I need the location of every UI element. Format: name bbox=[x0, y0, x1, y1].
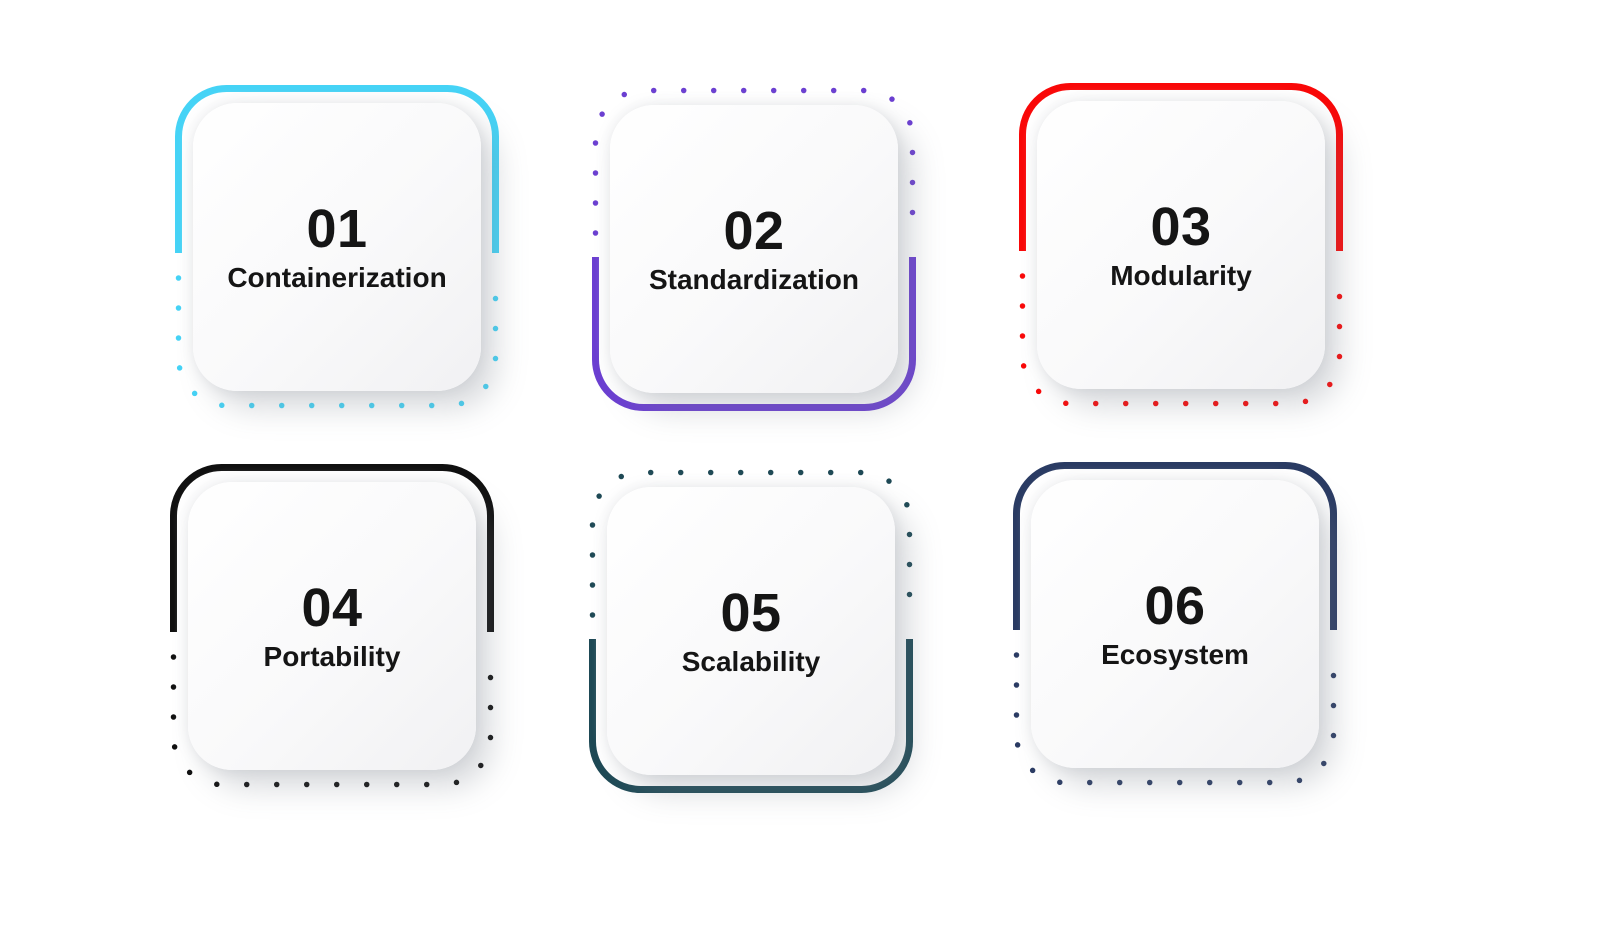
card-label: Portability bbox=[263, 640, 401, 672]
card-number: 05 bbox=[720, 582, 782, 643]
card-scalability: 05 Scalability bbox=[589, 469, 913, 793]
card-border bbox=[170, 464, 494, 788]
card-label: Ecosystem bbox=[1101, 638, 1249, 670]
card-border bbox=[175, 85, 499, 409]
card-body: 05 Scalability bbox=[607, 487, 895, 775]
card-label: Containerization bbox=[227, 261, 447, 293]
card-border-solid bbox=[589, 639, 913, 793]
card-border bbox=[592, 87, 916, 411]
card-body: 01 Containerization bbox=[193, 103, 481, 391]
card-border-solid bbox=[1019, 83, 1343, 251]
card-border bbox=[1019, 83, 1343, 407]
card-standardization: 02 Standardization bbox=[592, 87, 916, 411]
card-border-solid bbox=[1013, 462, 1337, 630]
card-number: 06 bbox=[1144, 575, 1206, 636]
card-border bbox=[1013, 462, 1337, 786]
card-body: 06 Ecosystem bbox=[1031, 480, 1319, 768]
card-number: 03 bbox=[1150, 196, 1212, 257]
card-body: 04 Portability bbox=[188, 482, 476, 770]
card-border-solid bbox=[592, 257, 916, 411]
card-label: Modularity bbox=[1110, 259, 1252, 291]
card-number: 01 bbox=[306, 198, 368, 259]
card-border-solid bbox=[170, 464, 494, 632]
card-ecosystem: 06 Ecosystem bbox=[1013, 462, 1337, 786]
card-number: 02 bbox=[723, 200, 785, 261]
card-number: 04 bbox=[301, 577, 363, 638]
card-containerization: 01 Containerization bbox=[175, 85, 499, 409]
card-label: Standardization bbox=[648, 263, 859, 295]
card-label: Scalability bbox=[681, 645, 821, 677]
card-body: 02 Standardization bbox=[610, 105, 898, 393]
card-body: 03 Modularity bbox=[1037, 101, 1325, 389]
card-border-solid bbox=[175, 85, 499, 253]
card-portability: 04 Portability bbox=[170, 464, 494, 788]
card-modularity: 03 Modularity bbox=[1019, 83, 1343, 407]
card-border bbox=[589, 469, 913, 793]
